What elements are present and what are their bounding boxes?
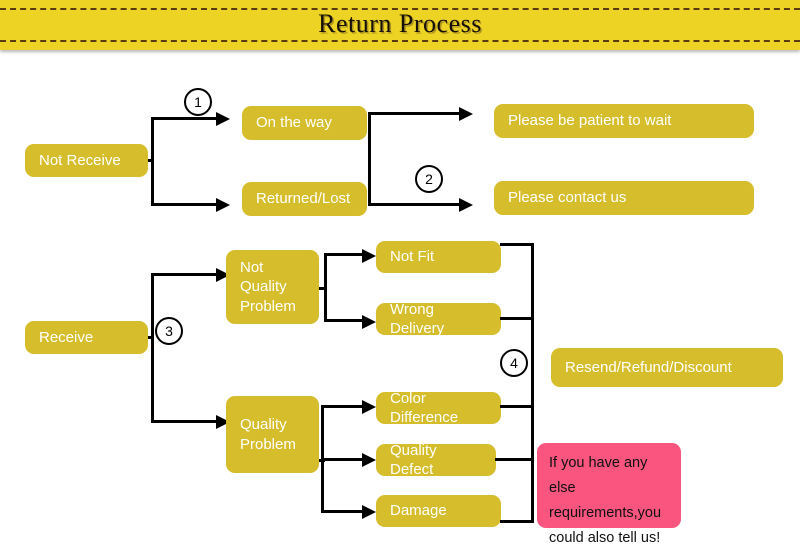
- step-marker-3: 3: [155, 317, 183, 345]
- node-resend-refund-discount[interactable]: Resend/Refund/Discount: [551, 348, 783, 387]
- node-quality-problem[interactable]: Quality Problem: [226, 396, 319, 473]
- connector-stub-damage: [500, 520, 534, 523]
- connector-to-on-the-way: [151, 117, 219, 120]
- node-not-receive[interactable]: Not Receive: [25, 144, 148, 177]
- node-not-fit[interactable]: Not Fit: [376, 241, 501, 273]
- connector-to-please-contact-us: [368, 203, 461, 206]
- node-receive[interactable]: Receive: [25, 321, 148, 354]
- step-marker-2: 2: [415, 165, 443, 193]
- arrow-to-please-contact-us: [459, 198, 473, 212]
- node-damage[interactable]: Damage: [376, 495, 501, 527]
- node-please-be-patient[interactable]: Please be patient to wait: [494, 104, 754, 138]
- node-please-contact-us[interactable]: Please contact us: [494, 181, 754, 215]
- arrow-to-please-be-patient: [459, 107, 473, 121]
- connector-nqp-bus: [324, 254, 327, 322]
- page-title: Return Process: [318, 9, 482, 38]
- connector-stub-quality-defect: [495, 458, 534, 461]
- arrow-to-returned-lost: [216, 198, 230, 212]
- step-marker-1: 1: [184, 88, 212, 116]
- connector-receive-bus: [151, 274, 154, 423]
- node-on-the-way[interactable]: On the way: [242, 106, 367, 140]
- node-not-quality-problem[interactable]: Not Quality Problem: [226, 250, 319, 324]
- connector-to-not-fit: [324, 253, 366, 256]
- node-quality-defect[interactable]: Quality Defect: [376, 442, 496, 478]
- callout-note: If you have any else requirements,you co…: [537, 443, 681, 546]
- connector-stub-color-difference: [500, 405, 534, 408]
- arrow-to-wrong-delivery: [362, 315, 376, 329]
- connector-to-color-difference: [321, 405, 366, 408]
- connector-not-receive-bus: [151, 118, 154, 206]
- connector-to-wrong-delivery: [324, 319, 366, 322]
- arrow-to-color-difference: [362, 400, 376, 414]
- connector-nqp-stem: [319, 287, 325, 290]
- arrow-to-quality-defect: [362, 453, 376, 467]
- arrow-to-on-the-way: [216, 112, 230, 126]
- connector-outcome-bus: [368, 113, 371, 206]
- connector-to-quality-problem: [151, 420, 219, 423]
- header-band: Return Process: [0, 0, 800, 50]
- node-wrong-delivery[interactable]: Wrong Delivery: [376, 301, 501, 337]
- connector-to-please-be-patient: [368, 112, 461, 115]
- connector-to-not-quality-problem: [151, 273, 219, 276]
- connector-stub-wrong-delivery: [500, 317, 534, 320]
- arrow-to-damage: [362, 505, 376, 519]
- step-marker-4: 4: [500, 349, 528, 377]
- node-color-difference[interactable]: Color Difference: [376, 390, 501, 426]
- connector-to-returned-lost: [151, 203, 219, 206]
- connector-stub-not-fit: [500, 243, 534, 246]
- arrow-to-not-fit: [362, 249, 376, 263]
- node-returned-lost[interactable]: Returned/Lost: [242, 182, 367, 216]
- connector-to-damage: [321, 510, 366, 513]
- connector-to-quality-defect: [321, 458, 366, 461]
- connector-resolution-bus: [531, 243, 534, 523]
